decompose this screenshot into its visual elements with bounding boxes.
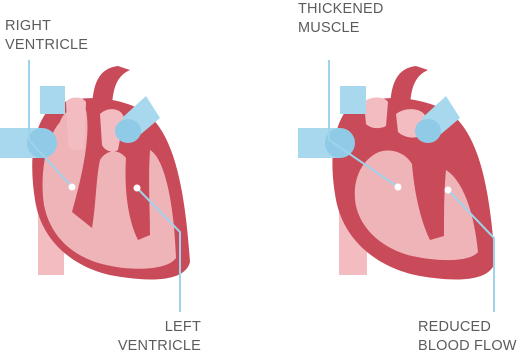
- superior-vena-cava: [40, 86, 65, 114]
- right-ventricle-marker: [69, 184, 76, 191]
- normal-heart: [0, 60, 190, 312]
- left-ventricle-marker: [134, 185, 141, 192]
- reduced-blood-flow-label: REDUCED BLOOD FLOW: [418, 318, 517, 356]
- thickened-muscle-label: THICKENED MUSCLE: [298, 0, 384, 38]
- pulmonary-vein-opening-2: [415, 119, 441, 143]
- left-ventricle-label: LEFT VENTRICLE: [118, 318, 201, 356]
- superior-vena-cava-2: [340, 86, 366, 114]
- pulmonary-artery-2: [364, 98, 388, 129]
- pulmonary-vein-opening: [115, 119, 141, 143]
- thickened-heart: [298, 60, 495, 312]
- right-ventricle-label: RIGHT VENTRICLE: [5, 17, 88, 55]
- reduced-blood-flow-marker: [445, 187, 452, 194]
- pulmonary-artery: [66, 98, 86, 151]
- thickened-muscle-marker: [395, 184, 402, 191]
